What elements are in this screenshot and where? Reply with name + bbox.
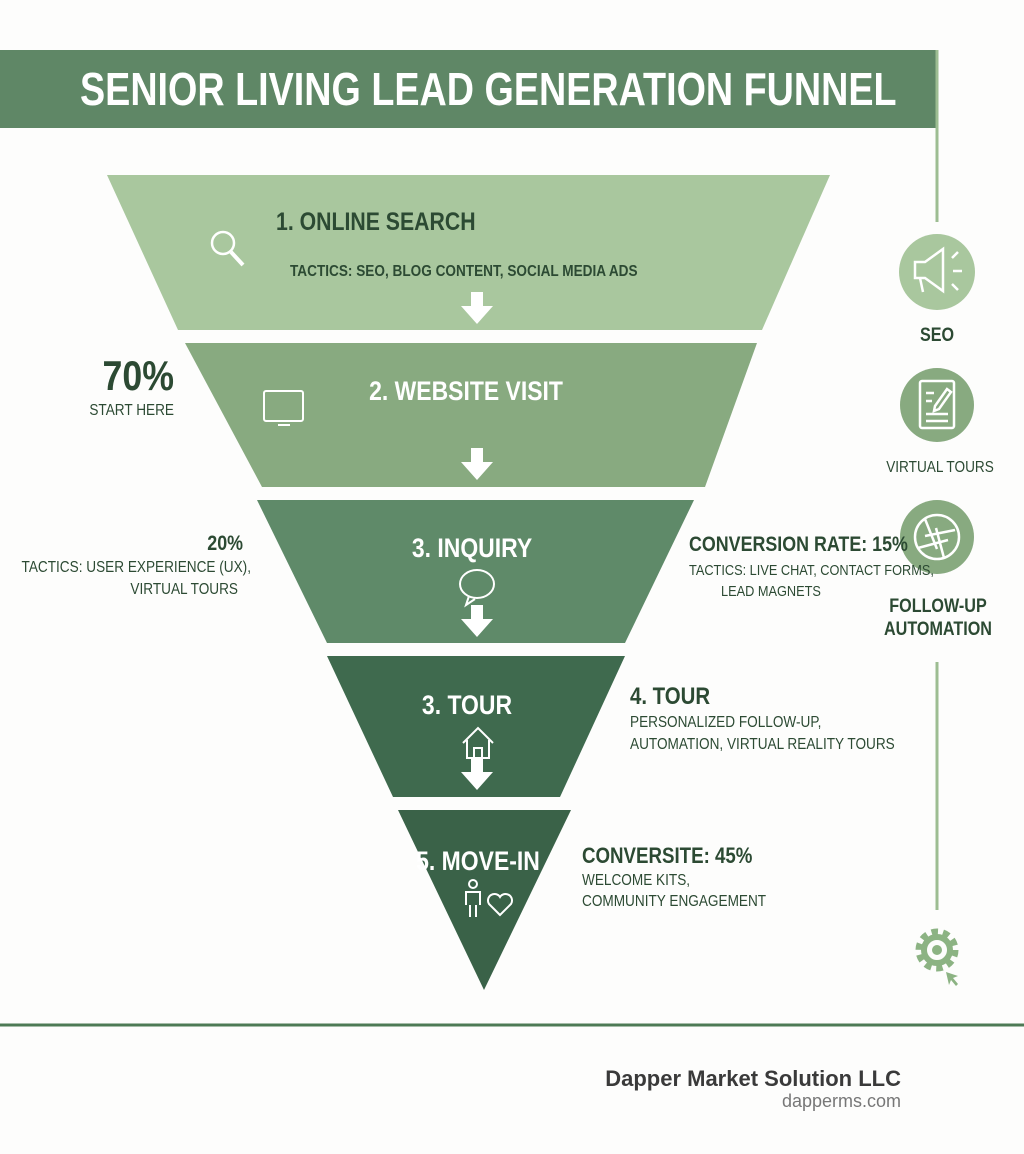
search-icon xyxy=(210,230,245,267)
start-percentage: 70% xyxy=(102,352,174,399)
megaphone-icon xyxy=(913,246,962,294)
stage-3-label: 3. INQUIRY xyxy=(411,533,533,563)
movein-title: CONVERSITE: 45% xyxy=(582,843,753,868)
inquiry-right-line2: LEAD MAGNETS xyxy=(721,583,821,600)
page-title: SENIOR LIVING LEAD GENERATION FUNNEL xyxy=(80,63,897,115)
sidebar-label-follow-up-1: FOLLOW-UP xyxy=(889,596,987,617)
title-banner xyxy=(0,50,937,128)
movein-line1: WELCOME KITS, xyxy=(582,872,691,889)
funnel-stage-4 xyxy=(327,656,625,797)
gear-cursor-icon xyxy=(915,928,959,986)
tour-line1: PERSONALIZED FOLLOW-UP, xyxy=(630,714,822,731)
tour-line2: AUTOMATION, VIRTUAL REALITY TOURS xyxy=(630,736,895,753)
stage-5-label: 5. MOVE-IN xyxy=(416,846,540,876)
document-pencil-icon xyxy=(918,379,956,430)
stage-2-label: 2. WEBSITE VISIT xyxy=(369,376,563,406)
tour-title: 4. TOUR xyxy=(630,683,711,710)
funnel-stage-3 xyxy=(257,500,694,643)
arrow-down-icon xyxy=(461,292,493,324)
inquiry-left-line2: VIRTUAL TOURS xyxy=(130,581,238,598)
house-icon xyxy=(462,726,494,759)
sidebar-label-virtual-tours: VIRTUAL TOURS xyxy=(886,459,994,476)
monitor-icon xyxy=(263,390,304,426)
footer-website[interactable]: dapperms.com xyxy=(781,1091,901,1111)
stage-1-tactics: TACTICS: SEO, BLOG CONTENT, SOCIAL MEDIA… xyxy=(290,263,638,280)
follow-up-circle xyxy=(900,500,974,574)
sidebar-label-follow-up-2: AUTOMATION xyxy=(884,619,992,640)
sidebar-label-seo: SEO xyxy=(919,325,955,346)
funnel-stage-5 xyxy=(398,810,571,990)
footer-company: Dapper Market Solution LLC xyxy=(605,1066,901,1091)
stage-4-label: 3. TOUR xyxy=(421,690,513,720)
inquiry-left-line1: TACTICS: USER EXPERIENCE (UX), xyxy=(21,559,251,576)
start-label: START HERE xyxy=(89,402,174,419)
funnel-stage-1 xyxy=(107,175,830,330)
arrow-down-icon xyxy=(461,448,493,480)
arrow-down-icon xyxy=(461,605,493,637)
inquiry-right-line1: TACTICS: LIVE CHAT, CONTACT FORMS, xyxy=(689,562,934,579)
funnel-stage-2 xyxy=(185,343,757,487)
stage-1-label: 1. ONLINE SEARCH xyxy=(276,208,476,236)
seo-circle xyxy=(899,234,975,310)
inquiry-conversion-rate: CONVERSION RATE: 15% xyxy=(689,533,908,556)
arrow-down-icon xyxy=(461,758,493,790)
person-heart-icon xyxy=(465,879,514,917)
inquiry-left-percentage: 20% xyxy=(207,532,243,555)
aperture-icon xyxy=(913,513,961,561)
chat-bubble-icon xyxy=(459,569,495,608)
movein-line2: COMMUNITY ENGAGEMENT xyxy=(582,893,767,910)
